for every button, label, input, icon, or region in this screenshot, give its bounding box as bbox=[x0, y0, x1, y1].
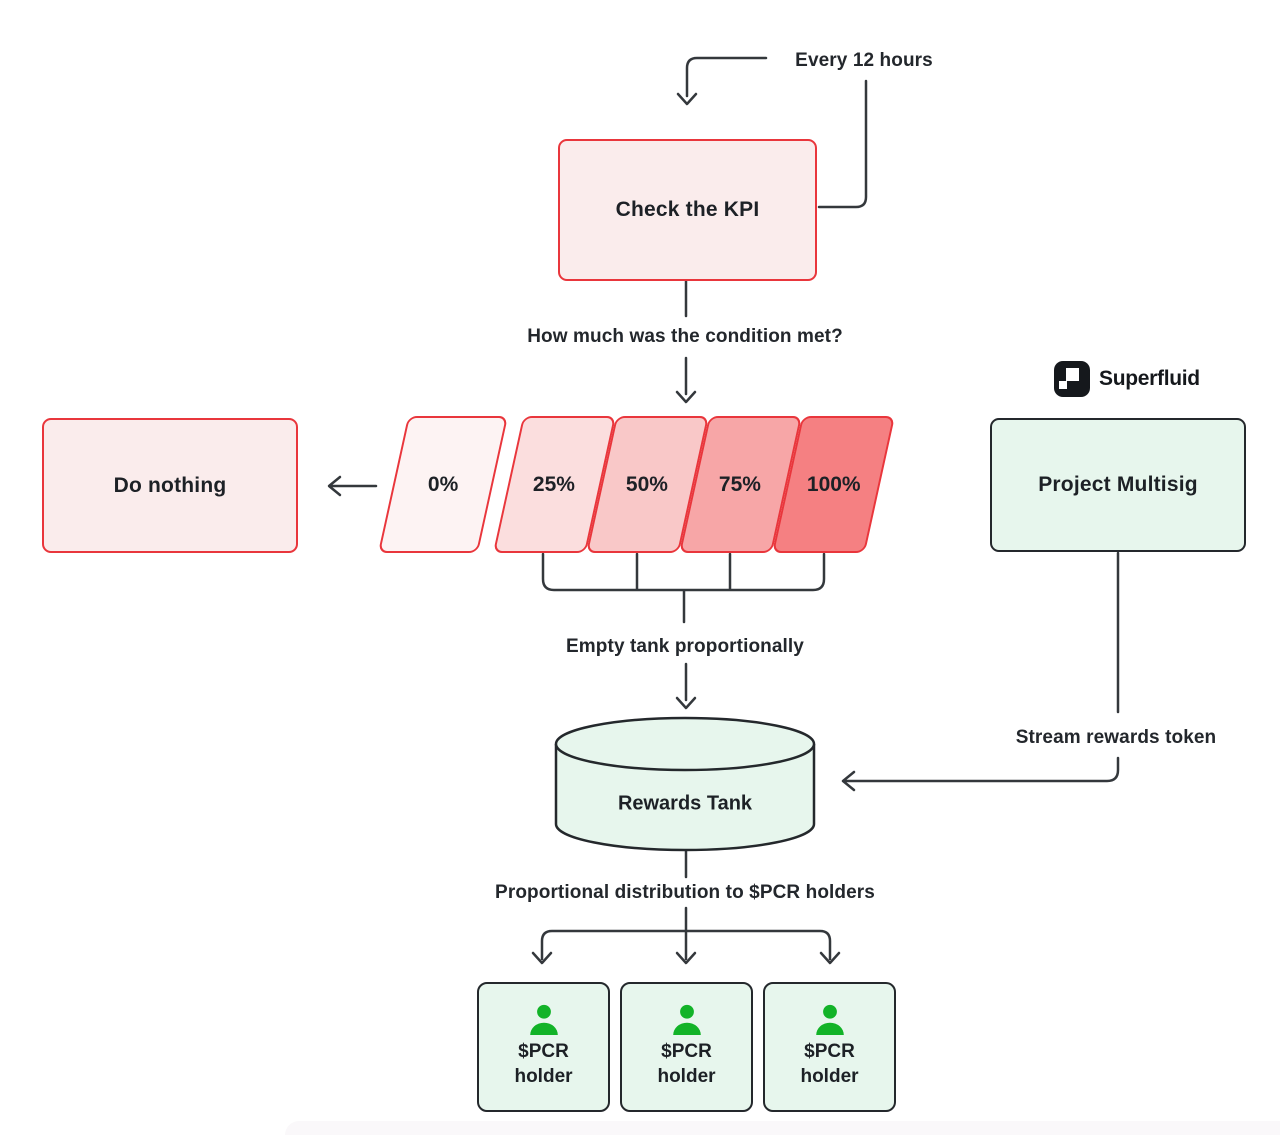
trigger-label: Every 12 hours bbox=[795, 50, 933, 71]
person-icon bbox=[672, 1005, 701, 1036]
level-0-label: 0% bbox=[427, 472, 459, 496]
pcr-holder-node: $PCR holder bbox=[763, 982, 896, 1112]
pcr-holder-label: $PCR holder bbox=[800, 1041, 859, 1087]
level-75-label: 75% bbox=[719, 472, 762, 496]
empty-tank-label: Empty tank proportionally bbox=[566, 636, 804, 657]
pcr-holder-node: $PCR holder bbox=[620, 982, 753, 1112]
check-kpi-node: Check the KPI bbox=[558, 139, 817, 281]
bracket-levels bbox=[541, 552, 826, 624]
level-50-label: 50% bbox=[626, 472, 669, 496]
rewards-tank-cylinder bbox=[554, 716, 816, 852]
person-icon bbox=[529, 1005, 558, 1036]
pcr-holder-label: $PCR holder bbox=[657, 1041, 716, 1087]
background-strip bbox=[285, 1121, 1280, 1135]
bracket-distribution bbox=[531, 929, 841, 965]
pcr-holder-node: $PCR holder bbox=[477, 982, 610, 1112]
arrow-distribution-center bbox=[675, 906, 697, 965]
project-multisig-node: Project Multisig bbox=[990, 418, 1246, 552]
pcr-holder-label: $PCR holder bbox=[514, 1041, 573, 1087]
rewards-tank-label: Rewards Tank bbox=[617, 792, 753, 815]
level-100-label: 100% bbox=[806, 472, 861, 496]
do-nothing-node: Do nothing bbox=[42, 418, 298, 553]
line-kpi-to-trigger bbox=[817, 79, 868, 209]
superfluid-wordmark: Superfluid bbox=[1099, 367, 1200, 390]
arrow-empty-tank bbox=[675, 662, 697, 710]
arrow-stream-to-tank bbox=[841, 756, 1120, 792]
arrow-trigger-to-kpi bbox=[676, 56, 768, 106]
arrow-question-to-levels bbox=[675, 356, 697, 404]
level-25-label: 25% bbox=[533, 472, 576, 496]
arrow-zero-to-do-nothing bbox=[327, 475, 378, 497]
person-icon bbox=[815, 1005, 844, 1036]
distribution-label: Proportional distribution to $PCR holder… bbox=[495, 882, 875, 903]
question-label: How much was the condition met? bbox=[527, 326, 843, 347]
stream-rewards-label: Stream rewards token bbox=[1015, 727, 1217, 748]
superfluid-logo-icon bbox=[1054, 361, 1090, 397]
superfluid-logo: Superfluid bbox=[1054, 361, 1200, 397]
